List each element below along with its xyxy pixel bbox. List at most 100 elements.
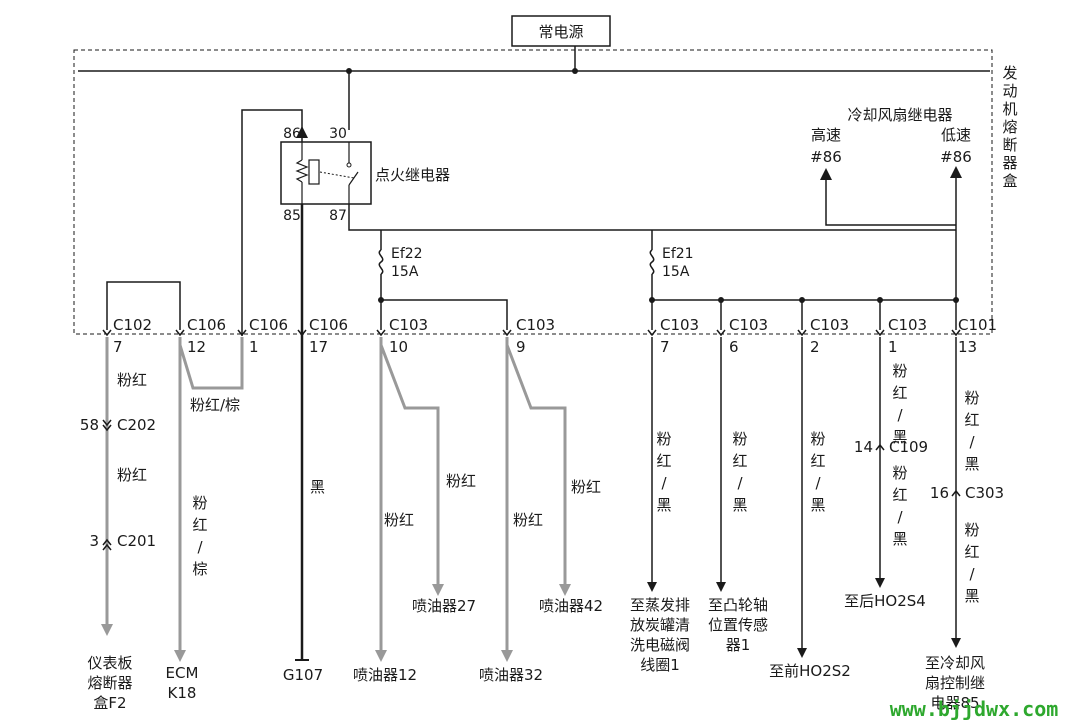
fuse-box-label-char: 器 — [1002, 154, 1017, 172]
conn-c103-10-pin: 10 — [389, 338, 408, 356]
conn-c106-1-name: C106 — [249, 316, 288, 334]
dest-fuse-box-f2-line: 仪表板 — [87, 654, 132, 672]
power-source-box — [511, 15, 611, 47]
wire-color-inj27: 粉红 — [446, 472, 476, 490]
conn-c101-name: C101 — [958, 316, 997, 334]
conn-c103-7-name: C103 — [660, 316, 699, 334]
fuse-box-label-char: 动 — [1002, 82, 1017, 100]
dest-ground: G107 — [283, 666, 323, 684]
wire-color-ecm-char: 粉 — [192, 494, 207, 512]
relay-pin-86: 86 — [283, 126, 301, 142]
relay-coil-winding — [308, 159, 320, 185]
jumper-c102-c106 — [106, 281, 181, 330]
inline-c202-pin: 58 — [80, 416, 99, 434]
inline-c303-name: C303 — [965, 484, 1004, 502]
inline-c303-pin: 16 — [930, 484, 949, 502]
wire-86-loop — [241, 109, 303, 336]
wire-color-fan-upper-char: / — [969, 433, 975, 451]
wire-color-ho2s4-upper-char: 红 — [892, 384, 907, 402]
wire-color-ho2s2-char: 粉 — [810, 430, 825, 448]
inline-connector-chevrons — [102, 419, 961, 551]
relay-linkage — [319, 171, 355, 179]
wire-color-ecm-char: / — [197, 538, 203, 556]
arrowhead-fan-ctrl — [951, 638, 961, 648]
dest-ho2s2: 至前HO2S2 — [769, 662, 851, 680]
conn-c103-9-name: C103 — [516, 316, 555, 334]
fuse-box-label-char: 盒 — [1002, 172, 1017, 190]
wire-color-ho2s4-lower-char: 黑 — [892, 530, 907, 548]
chevron-c103-6 — [716, 329, 726, 337]
wire-color-ho2s4-lower-char: 红 — [892, 486, 907, 504]
conn-c103-1-name: C103 — [888, 316, 927, 334]
wire-color-evap-char: 黑 — [656, 496, 671, 514]
multiline-destinations: 仪表板熔断器盒F2至蒸发排放炭罐清洗电磁阀线圈1至凸轮轴位置传感器1至冷却风扇控… — [87, 596, 985, 712]
fuse-ef22-rating: 15A — [391, 264, 419, 280]
wire-color-ho2s4-lower-char: / — [897, 508, 903, 526]
wire-color-ground: 黑 — [310, 478, 325, 496]
inline-c201-name: C201 — [117, 532, 156, 550]
wire-c103-10-a — [379, 337, 440, 585]
dest-evap-line: 洗电磁阀 — [630, 636, 690, 654]
dest-inj27: 喷油器27 — [412, 597, 476, 615]
conn-c106-17-name: C106 — [309, 316, 348, 334]
relay-coil-icon — [295, 159, 309, 183]
inline-c109-pin: 14 — [854, 438, 873, 456]
wire-fan-high — [820, 168, 956, 226]
dest-ecm-pin: K18 — [168, 684, 197, 702]
wire-color-ho2s2-char: 红 — [810, 452, 825, 470]
wire-color-ecm-char: 红 — [192, 516, 207, 534]
connector-chevrons — [102, 329, 961, 337]
dest-ho2s4: 至后HO2S4 — [844, 592, 926, 610]
wire-color-fan-upper-char: 红 — [964, 411, 979, 429]
bus-ef22 — [381, 299, 508, 330]
relay-pin-30: 30 — [329, 126, 347, 142]
conn-c106-17-pin: 17 — [309, 338, 328, 356]
wire-color-ho2s4-upper-char: 黑 — [892, 428, 907, 446]
wire-color-ho2s4-upper-char: 粉 — [892, 362, 907, 380]
dest-fuse-box-f2-line: 盒F2 — [93, 694, 126, 712]
arrowhead-ecm — [174, 650, 186, 662]
arrowhead-f2 — [101, 624, 113, 636]
fuse-box-label-char: 熔 — [1002, 118, 1017, 136]
dest-inj32: 喷油器32 — [479, 666, 543, 684]
dest-cam-line: 至凸轮轴 — [708, 596, 768, 614]
chevron-c103-9 — [502, 329, 512, 337]
fuse-box-label-char: 机 — [1002, 100, 1017, 118]
wire-color-fan-upper-char: 黑 — [964, 455, 979, 473]
wire-color-evap-char: / — [661, 474, 667, 492]
dest-evap-line: 放炭罐清 — [630, 616, 690, 634]
wire-color-fan-lower-char: 红 — [964, 543, 979, 561]
switch-contact — [346, 162, 352, 168]
chevron-c202 — [102, 419, 112, 432]
conn-c106-12-name: C106 — [187, 316, 226, 334]
wire-c103-9-a — [505, 337, 567, 585]
dest-fan-ctrl-line: 至冷却风 — [925, 654, 985, 672]
watermark: www.bjjdwx.com — [890, 697, 1059, 721]
conn-c103-2-pin: 2 — [810, 338, 820, 356]
fuse-box-label-char: 发 — [1002, 64, 1017, 82]
wire-color-inj12: 粉红 — [384, 511, 414, 529]
wire-color-fan-lower-char: 黑 — [964, 587, 979, 605]
wire-87 — [348, 204, 956, 231]
relay-pin-85: 85 — [283, 208, 301, 224]
dest-evap-line: 线圈1 — [640, 656, 680, 674]
dest-ecm: ECM — [166, 664, 199, 682]
dest-inj42: 喷油器42 — [539, 597, 603, 615]
arrowhead-inj12 — [375, 650, 387, 662]
arrowhead-inj42 — [559, 584, 571, 596]
dest-fan-ctrl-line: 电器85 — [930, 694, 979, 712]
dest-cam-line: 器1 — [726, 636, 751, 654]
chevron-c103-7 — [647, 329, 657, 337]
dest-fuse-box-f2-line: 熔断器 — [87, 674, 132, 692]
dest-cam-line: 位置传感 — [708, 616, 768, 634]
conn-c103-10-name: C103 — [389, 316, 428, 334]
arrowhead-ho2s4 — [875, 578, 885, 588]
wire-color-cam-char: 黑 — [732, 496, 747, 514]
dest-evap-line: 至蒸发排 — [630, 596, 690, 614]
arrowhead-ho2s2 — [797, 648, 807, 658]
conn-c106-12-pin: 12 — [187, 338, 206, 356]
chevron-c103-1 — [875, 329, 885, 337]
fuse-ef21-icon — [649, 249, 655, 275]
inline-c109-name: C109 — [889, 438, 928, 456]
